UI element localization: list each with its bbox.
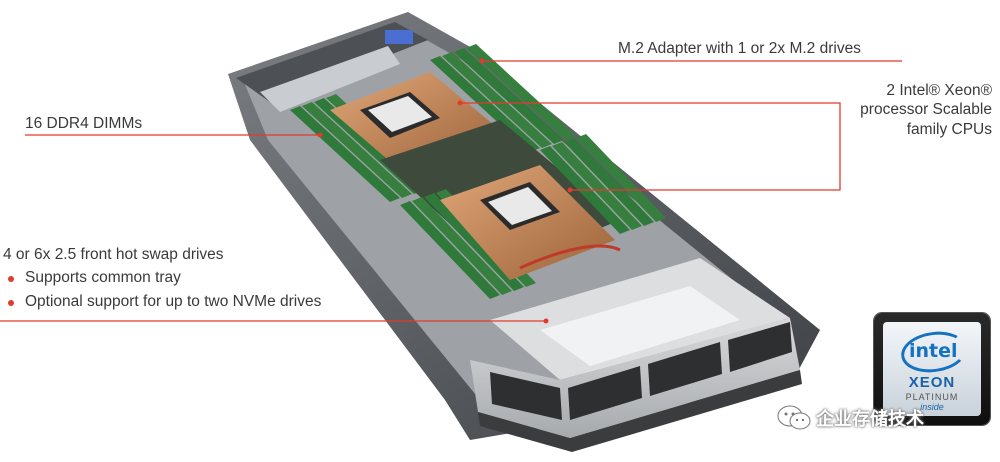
- rear-panel: [236, 22, 428, 102]
- drives-bullet-2: Optional support for up to two NVMe driv…: [3, 292, 321, 311]
- drive-bays: [490, 322, 792, 420]
- callout-lines: [0, 60, 902, 322]
- red-cable: [519, 244, 621, 270]
- drives-bullet-list: Supports common tray Optional support fo…: [3, 268, 321, 311]
- label-cpus: 2 Intel® Xeon® processor Scalable family…: [860, 81, 992, 139]
- label-cpus-line2: processor Scalable: [860, 101, 992, 119]
- label-drives: 4 or 6x 2.5 front hot swap drives Suppor…: [3, 245, 321, 311]
- badge-tagline: inside: [920, 402, 944, 412]
- label-dimms: 16 DDR4 DIMMs: [25, 115, 143, 132]
- label-cpus-line1: 2 Intel® Xeon®: [886, 82, 992, 99]
- callout-line-cpu: [460, 102, 841, 191]
- label-cpus-line3: family CPUs: [906, 120, 992, 138]
- label-drives-title: 4 or 6x 2.5 front hot swap drives: [3, 246, 224, 263]
- badge-brand: intel: [909, 340, 958, 362]
- badge-tier: PLATINUM: [905, 392, 959, 402]
- rear-cover: [260, 46, 400, 112]
- label-m2-adapter: M.2 Adapter with 1 or 2x M.2 drives: [618, 40, 861, 57]
- blue-latch: [385, 30, 413, 44]
- watermark-text: 企业存储技术: [816, 409, 924, 430]
- wechat-icon: [776, 404, 812, 432]
- dimm-bank-2: [430, 44, 576, 152]
- watermark: 企业存储技术: [776, 404, 924, 432]
- intel-xeon-badge: intel XEON PLATINUM inside: [874, 313, 990, 425]
- drives-bullet-1: Supports common tray: [3, 268, 321, 287]
- callout-dots: [317, 58, 573, 324]
- badge-product: XEON: [908, 374, 956, 391]
